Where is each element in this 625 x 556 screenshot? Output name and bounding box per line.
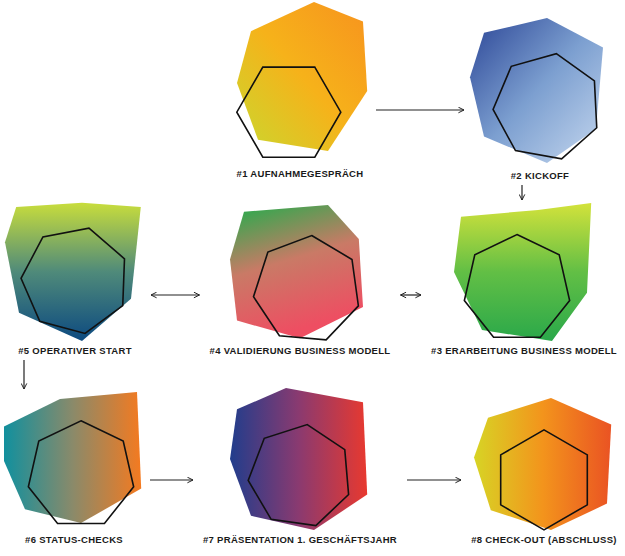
polygon-outline [237, 67, 341, 157]
process-step: #2 KICKOFF [470, 18, 610, 182]
color-shape [474, 398, 611, 530]
step-label: #7 PRÄSENTATION 1. GESCHÄFTSJAHR [203, 534, 397, 546]
color-shape [5, 203, 141, 341]
step-shape [5, 200, 145, 341]
process-step: #4 VALIDIERUNG BUSINESS MODELL [206, 205, 395, 357]
flow-arrow [407, 479, 461, 480]
process-step: #5 OPERATIVER START [5, 200, 145, 357]
step-shape [230, 388, 370, 530]
step-label: #4 VALIDIERUNG BUSINESS MODELL [210, 345, 391, 357]
step-label: #2 KICKOFF [511, 170, 569, 182]
polygon-outline [501, 430, 588, 530]
step-shape [454, 203, 594, 341]
color-shape [230, 205, 363, 338]
polygon-outline [21, 228, 124, 333]
process-step: #6 STATUS-CHECKS [4, 392, 144, 546]
step-label: #1 AUFNAHMEGESPRÄCH [237, 168, 364, 180]
flow-arrow [376, 109, 464, 110]
color-shape [4, 392, 141, 523]
flow-arrow [150, 479, 193, 480]
flow-arrow [521, 185, 522, 200]
step-shape [4, 392, 144, 530]
polygon-outline [493, 54, 597, 159]
process-step: #8 CHECK-OUT (ABSCHLUSS) [467, 398, 621, 546]
color-shape [230, 388, 367, 530]
polygon-outline [254, 236, 359, 340]
process-step: #3 ERARBEITUNG BUSINESS MODELL [427, 203, 621, 357]
step-shape [230, 2, 370, 164]
step-label: #6 STATUS-CHECKS [25, 534, 123, 546]
flow-arrow [23, 360, 24, 389]
process-step: #7 PRÄSENTATION 1. GESCHÄFTSJAHR [199, 388, 401, 546]
color-shape [470, 18, 603, 163]
step-label: #3 ERARBEITUNG BUSINESS MODELL [431, 345, 617, 357]
step-label: #8 CHECK-OUT (ABSCHLUSS) [471, 534, 616, 546]
step-shape [470, 18, 610, 166]
color-shape [454, 203, 591, 341]
flow-arrow [151, 294, 200, 295]
polygon-outline [28, 421, 133, 524]
step-shape [230, 205, 370, 341]
process-step: #1 AUFNAHMEGESPRÄCH [230, 2, 370, 180]
step-shape [474, 398, 614, 530]
polygon-outline [464, 235, 569, 338]
step-label: #5 OPERATIVER START [18, 345, 132, 357]
flow-arrow [401, 294, 422, 295]
polygon-outline [248, 425, 348, 526]
